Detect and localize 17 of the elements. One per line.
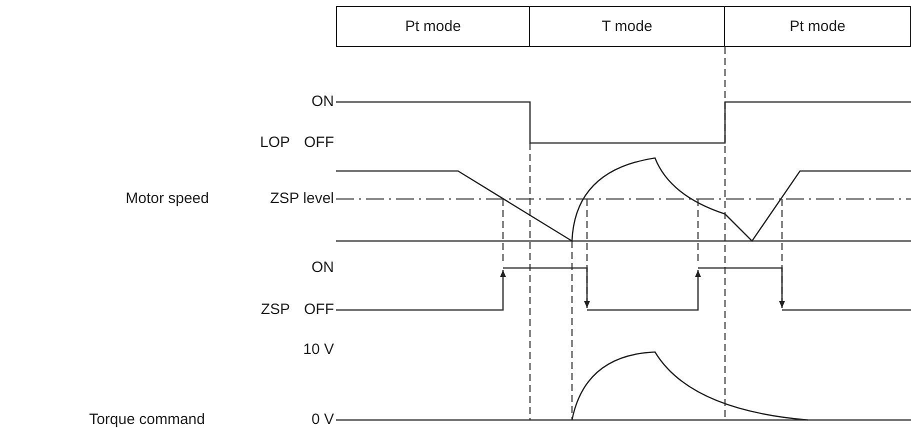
level-label: 0 V xyxy=(311,411,334,429)
mode-band xyxy=(530,6,725,47)
mode-label: T mode xyxy=(602,18,652,35)
level-label: 10 V xyxy=(303,341,334,359)
signal-name: ZSP xyxy=(260,301,290,319)
level-label: ON xyxy=(312,93,334,111)
mode-label: Pt mode xyxy=(405,18,461,35)
mode-label: Pt mode xyxy=(790,18,846,35)
mode-band xyxy=(336,6,530,47)
level-label: ZSP level xyxy=(270,190,334,208)
signal-name: LOP xyxy=(260,134,290,152)
level-label: ON xyxy=(312,259,334,277)
level-label: OFF xyxy=(304,134,334,152)
level-label: OFF xyxy=(304,301,334,319)
signal-name: Torque command xyxy=(89,411,205,429)
mode-band xyxy=(725,6,911,47)
signal-name: Motor speed xyxy=(126,190,209,208)
